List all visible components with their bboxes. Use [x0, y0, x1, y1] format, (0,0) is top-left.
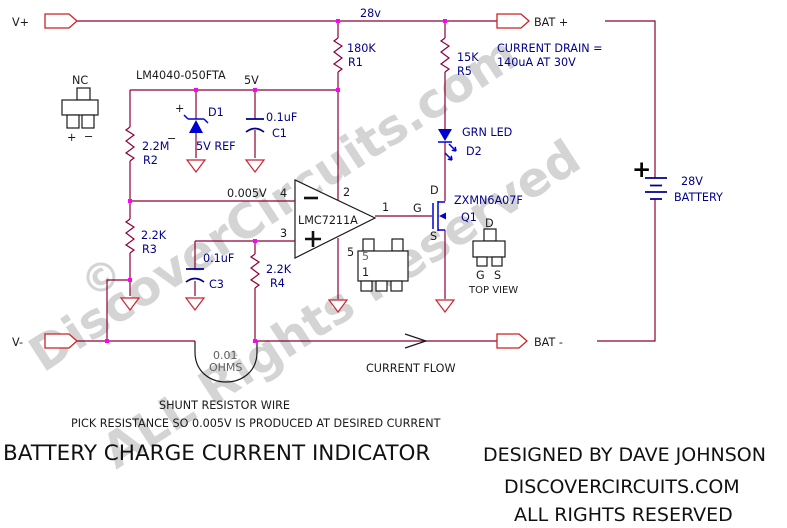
port-bat-plus-label: BAT +	[534, 16, 568, 29]
current-flow-arrow-icon	[404, 333, 428, 349]
r3-value: 2.2K	[141, 229, 167, 242]
port-v-minus-icon	[44, 333, 78, 349]
d1-part: LM4040-050FTA	[136, 69, 226, 82]
resistor-r4	[250, 253, 260, 289]
r1-value: 180K	[347, 42, 376, 55]
r1-ref: R1	[348, 56, 363, 69]
battery-value: 28V	[681, 175, 703, 188]
d1-ref: D1	[208, 106, 224, 119]
c3-ref: C3	[209, 278, 224, 291]
junction-nodes	[105, 19, 447, 343]
ground-icon	[435, 299, 455, 313]
q1-part: ZXMN6A07F	[454, 194, 523, 207]
circuit-wires	[77, 20, 656, 342]
net-sense-label: 0.005V	[227, 187, 267, 200]
r2-value: 2.2M	[142, 140, 169, 153]
battery-plus-sign: +	[632, 157, 651, 183]
topview-s-label: S	[494, 269, 501, 282]
ground-icon	[245, 159, 265, 173]
mosfet-package-top-view: D G S TOP VIEW	[468, 217, 518, 296]
shunt-resistor-loop	[194, 341, 258, 383]
u1-pin5: 5	[347, 246, 354, 259]
d1-minus-sign: −	[167, 132, 176, 145]
d1-function: 5V REF	[196, 140, 236, 153]
topview-d-label: D	[485, 217, 494, 230]
r4-value: 2.2K	[266, 263, 292, 276]
resistor-r2	[125, 126, 135, 162]
credit-site: DISCOVERCIRCUITS.COM	[504, 476, 740, 498]
current-drain-note-line2: 140uA AT 30V	[497, 56, 576, 69]
topview-caption: TOP VIEW	[468, 285, 518, 296]
c3-value: 0.1uF	[203, 252, 234, 265]
r2-ref: R2	[143, 154, 158, 167]
lm4040-plus-label: +	[67, 131, 76, 144]
net-28v-label: 28v	[360, 7, 381, 20]
opamp-noninverting-input-sign	[305, 231, 321, 247]
capacitor-c3	[185, 268, 205, 283]
net-5v-label: 5V	[244, 74, 259, 87]
u1-pin2: 2	[343, 186, 350, 199]
u1-pin3: 3	[280, 227, 287, 240]
current-drain-note-line1: CURRENT DRAIN =	[497, 42, 603, 55]
r4-ref: R4	[270, 277, 285, 290]
r3-ref: R3	[142, 243, 157, 256]
d1-plus-sign: +	[175, 102, 184, 115]
opamp-u1	[294, 179, 377, 259]
sot23-5-package: 5 1	[357, 238, 409, 292]
shunt-unit: OHMS	[209, 361, 242, 374]
current-flow-label: CURRENT FLOW	[366, 362, 456, 375]
battery-symbol	[645, 177, 667, 200]
battery-label: BATTERY	[674, 191, 723, 204]
mosfet-q1-symbol	[432, 201, 446, 231]
led-emission-arrow-icon	[444, 152, 453, 161]
d2-type: GRN LED	[462, 126, 512, 139]
port-v-minus-label: V-	[12, 336, 23, 349]
c1-ref: C1	[272, 127, 287, 140]
q1-drain-label: D	[430, 184, 439, 197]
led-emission-arrow-icon	[448, 143, 457, 152]
shunt-value: 0.01	[213, 349, 238, 362]
port-v-plus-label: V+	[12, 16, 29, 29]
sot23-5-pin5-label: 5	[362, 250, 369, 263]
ground-icon	[185, 297, 205, 311]
u1-pin1: 1	[382, 201, 389, 214]
q1-gate-label: G	[413, 202, 422, 215]
capacitor-c1	[245, 118, 265, 133]
topview-g-label: G	[476, 269, 485, 282]
zener-diode-d1	[183, 114, 209, 133]
port-v-plus-icon	[44, 13, 78, 29]
sot23-5-pin1-label: 1	[362, 266, 369, 279]
resistor-r3	[125, 218, 135, 254]
led-d2	[438, 129, 457, 161]
shunt-note-line2: PICK RESISTANCE SO 0.005V IS PRODUCED AT…	[71, 417, 441, 430]
r5-ref: R5	[457, 65, 472, 78]
u1-pin4: 4	[280, 187, 287, 200]
lm4040-minus-label: −	[84, 130, 93, 143]
credit-designer: DESIGNED BY DAVE JOHNSON	[483, 444, 766, 466]
q1-ref: Q1	[461, 211, 477, 224]
port-bat-minus-icon	[496, 333, 528, 349]
port-bat-plus-icon	[496, 13, 530, 29]
r5-value: 15K	[457, 51, 479, 64]
d2-ref: D2	[466, 145, 482, 158]
shunt-note-line1: SHUNT RESISTOR WIRE	[159, 399, 290, 412]
resistor-r1	[333, 37, 343, 73]
lm4040-package-top-view: NC + −	[61, 74, 99, 144]
ground-icon	[186, 159, 206, 173]
nc-pin-label: NC	[72, 74, 88, 87]
credit-rights: ALL RIGHTS RESERVED	[514, 504, 733, 526]
q1-source-label: S	[430, 230, 437, 243]
u1-part: LMC7211A	[298, 214, 358, 227]
c1-value: 0.1uF	[266, 111, 297, 124]
page-title: BATTERY CHARGE CURRENT INDICATOR	[3, 441, 430, 466]
port-bat-minus-label: BAT -	[534, 336, 563, 349]
